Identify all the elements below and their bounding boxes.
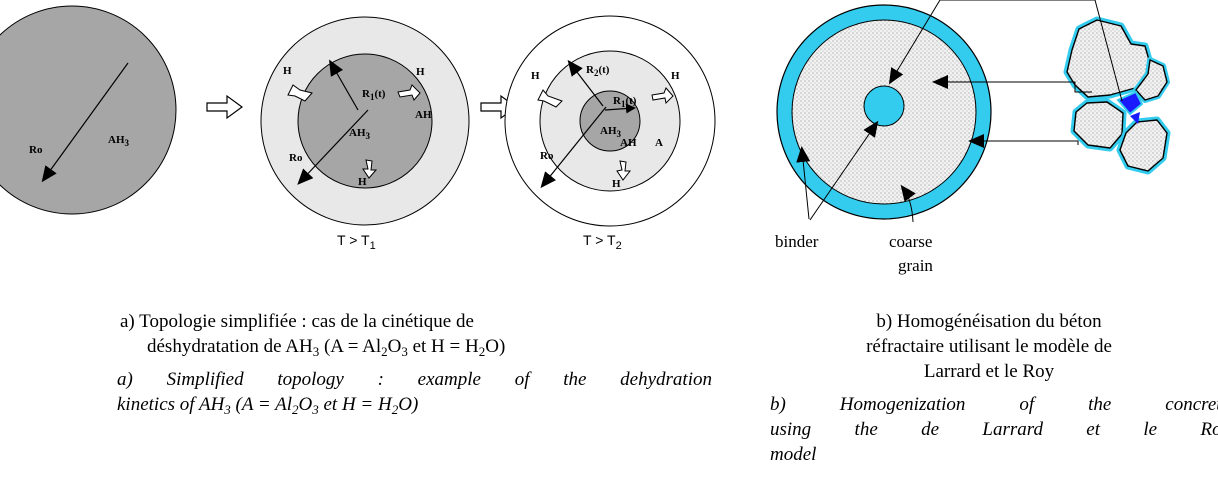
ro-radius-arrow (41, 62, 129, 183)
h-release-arrow (537, 89, 563, 108)
ah3-label: AH3 (600, 125, 622, 139)
coarse-grain-arrow (900, 184, 916, 223)
h-label: H (531, 70, 540, 82)
h-label: H (612, 178, 621, 190)
caption-b-french-line2: réfractaire utilisant le modèle de (866, 336, 1112, 357)
h-release-arrow (287, 84, 313, 102)
ah3-label: AH3 (349, 127, 371, 141)
binder-ring-pointer (968, 134, 1079, 148)
diagram-canvas: Ro AH3 R1(t) AH3 AH Ro H H H T > T1 R2(t… (0, 0, 1171, 275)
h-label: H (671, 70, 680, 82)
h-release-arrow (616, 160, 632, 181)
coarse-label: coarse (889, 232, 932, 251)
ah3-circle (0, 5, 177, 215)
ro-label: Ro (540, 150, 554, 162)
h-release-arrow (651, 87, 674, 105)
homogenization-model: binder coarse grain (775, 0, 1171, 275)
stage3-particle: R2(t) R1(t) AH3 AH A Ro H H H (504, 15, 716, 227)
ro-label: Ro (289, 152, 303, 164)
h-label: H (358, 176, 367, 188)
binder-ring-arrow (796, 146, 811, 220)
caption-b-french-line3: Larrard et le Roy (923, 361, 1055, 382)
caption-a-english-line1: a) Simplified topology : example of the … (117, 369, 712, 390)
a-label: A (655, 137, 663, 149)
caption-b: b) Homogénéisation du béton réfractaire … (760, 309, 1218, 467)
r1t-label: R1(t) (613, 95, 637, 109)
transition-arrow-1 (206, 94, 244, 120)
stage2-particle: R1(t) AH3 AH Ro H H H (260, 16, 470, 226)
r2t-label: R2(t) (586, 64, 610, 78)
binder-core-pointer (888, 0, 1123, 102)
caption-a-french-line1: a) Topologie simplifiée : cas de la ciné… (120, 311, 474, 332)
r1t-radius-arrow (329, 59, 359, 111)
caption-b-french-line1: b) Homogénéisation du béton (876, 311, 1102, 332)
ah3-label: AH3 (108, 134, 130, 148)
ah3-core (297, 53, 433, 189)
ro-radius-arrow (297, 109, 369, 185)
h-release-arrow (397, 84, 421, 101)
r2t-radius-arrow (567, 59, 604, 107)
caption-a-french-line2: déshydratation de AH3 (A = Al2O3 et H = … (147, 336, 506, 359)
binder-label: binder (775, 232, 819, 251)
aggregate-cluster (1063, 16, 1171, 175)
caption-a: a) Topologie simplifiée : cas de la ciné… (117, 309, 720, 417)
grain-pointer (932, 75, 1092, 93)
caption-b-english-line1: b) Homogenization of the concrete (770, 394, 1218, 415)
grain-label: grain (898, 256, 933, 275)
h-label: H (283, 65, 292, 77)
t1-label: T > T1 (337, 232, 376, 252)
ro-label: Ro (29, 144, 43, 156)
h-label: H (416, 66, 425, 78)
ah-label: AH (415, 109, 432, 121)
binder-inner-core (863, 85, 905, 127)
caption-a-english-line2: kinetics of AH3 (A = Al2O3 et H = H2O) (117, 394, 419, 417)
ro-radius-arrow (540, 106, 607, 189)
ah-label: AH (620, 137, 637, 149)
caption-a-english: a) Simplified topology : example of the … (117, 367, 712, 417)
binder-pocket (1130, 112, 1140, 124)
ah3-core (579, 90, 641, 152)
t2-label: T > T2 (583, 232, 622, 252)
binder-pocket (1116, 90, 1144, 116)
caption-b-english: b) Homogenization of the concrete using … (770, 392, 1218, 467)
caption-b-english-line3: model (770, 444, 817, 465)
r1t-radius-arrow (604, 103, 636, 114)
h-release-arrow (362, 159, 378, 179)
stage1-particle: Ro AH3 (0, 5, 177, 215)
caption-b-english-line2: using the de Larrard et le Roy (770, 419, 1218, 440)
binder-core-arrow (809, 120, 879, 221)
r1t-label: R1(t) (362, 88, 386, 102)
